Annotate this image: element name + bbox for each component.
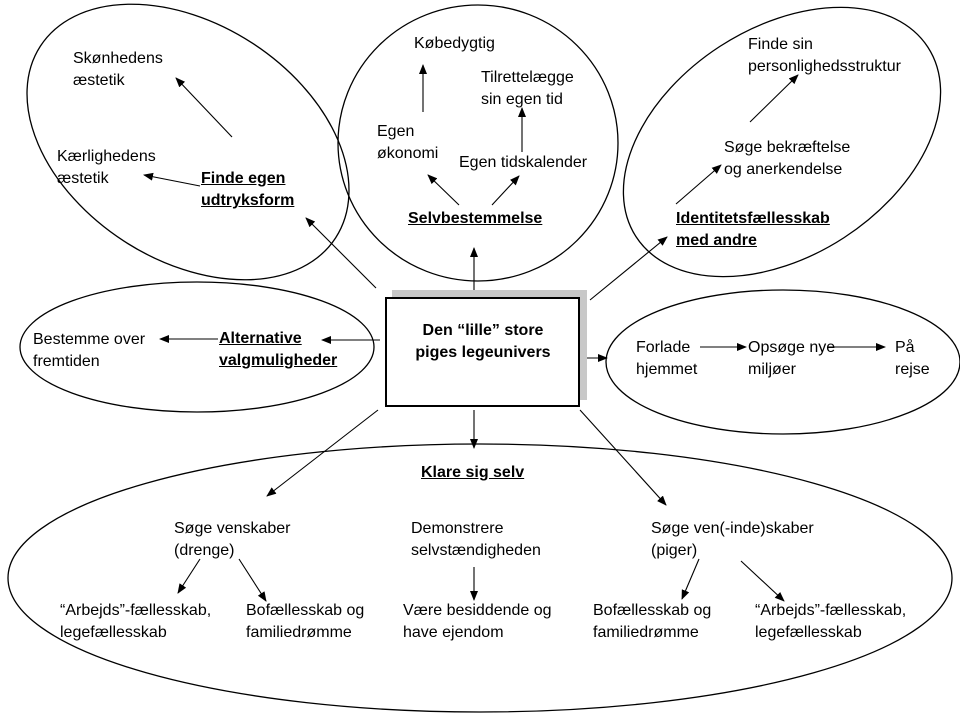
heading-udtryksform: Finde egen udtryksform bbox=[201, 170, 295, 209]
opsoege-nye-miljoeer: Opsøge nye miljøer bbox=[748, 339, 836, 378]
forlade-hjemmet: Forlade hjemmet bbox=[636, 339, 698, 378]
center-box bbox=[385, 297, 580, 407]
arrow-to-arbejds-right bbox=[740, 560, 785, 602]
kaerlighedens-aestetik: Kærlighedens æstetik bbox=[57, 148, 156, 187]
ellipse-top-left bbox=[26, 3, 350, 281]
ellipse-top-mid bbox=[337, 4, 619, 282]
ellipse-mid-left bbox=[19, 281, 375, 413]
bekraeftelse: Søge bekræftelse og anerkendelse bbox=[724, 139, 851, 178]
arrow-to-tidskalender bbox=[491, 175, 520, 206]
arbejds-faellesskab-left: “Arbejds”-fællesskab, legefællesskab bbox=[60, 602, 212, 641]
venskaber-piger: Søge ven(-inde)skaber (piger) bbox=[651, 520, 814, 559]
arrow-to-skoenhed bbox=[175, 77, 233, 138]
personlighedsstruktur: Finde sin personlighedsstruktur bbox=[748, 36, 901, 75]
arrow-center-to-udtryksform bbox=[305, 217, 377, 289]
ellipse-mid-right bbox=[605, 289, 960, 435]
demonstrere-selvstaendighed: Demonstrere selvstændigheden bbox=[411, 520, 541, 559]
ellipse-top-right bbox=[622, 6, 942, 278]
arrow-to-bekraeftelse bbox=[675, 164, 722, 205]
arrow-to-bofael-left bbox=[238, 558, 267, 602]
venskaber-drenge: Søge venskaber (drenge) bbox=[174, 520, 291, 559]
arrow-to-egen-oekonomi bbox=[427, 174, 460, 206]
center-label: Den “lille” store piges legeunivers bbox=[415, 322, 551, 361]
egen-oekonomi: Egen økonomi bbox=[377, 123, 439, 162]
arrow-to-personlighed bbox=[749, 74, 799, 123]
arrow-to-kaerlighed bbox=[143, 172, 201, 187]
heading-selvbestemmelse: Selvbestemmelse bbox=[408, 210, 543, 227]
skoenhedens-aestetik: Skønhedens æstetik bbox=[73, 50, 163, 89]
tilrettelaegge: Tilrettelægge sin egen tid bbox=[481, 69, 574, 108]
heading-klare-sig-selv: Klare sig selv bbox=[421, 464, 525, 481]
arrow-to-bofael-right bbox=[681, 558, 700, 600]
arbejds-faellesskab-right: “Arbejds”-fællesskab, legefællesskab bbox=[755, 602, 907, 641]
egen-tidskalender: Egen tidskalender bbox=[459, 154, 588, 171]
bofaellesskab-right: Bofællesskab og familiedrømme bbox=[593, 602, 712, 641]
arrow-to-arbejds-left bbox=[177, 558, 201, 594]
heading-alternative: Alternative valgmuligheder bbox=[219, 330, 338, 369]
paa-rejse: På rejse bbox=[895, 339, 930, 378]
arrow-center-to-venskaber-drenge bbox=[266, 409, 379, 497]
ellipse-bottom bbox=[7, 443, 953, 713]
koebedygtig: Købedygtig bbox=[414, 35, 495, 52]
arrow-center-to-venskaber-piger bbox=[579, 409, 667, 506]
bofaellesskab-left: Bofællesskab og familiedrømme bbox=[246, 602, 365, 641]
arrow-center-to-identitet bbox=[589, 236, 668, 301]
vaere-besiddende: Være besiddende og have ejendom bbox=[403, 602, 552, 641]
heading-identitet: Identitetsfællesskab med andre bbox=[676, 210, 830, 249]
bestemme-over-fremtiden: Bestemme over fremtiden bbox=[33, 331, 146, 370]
